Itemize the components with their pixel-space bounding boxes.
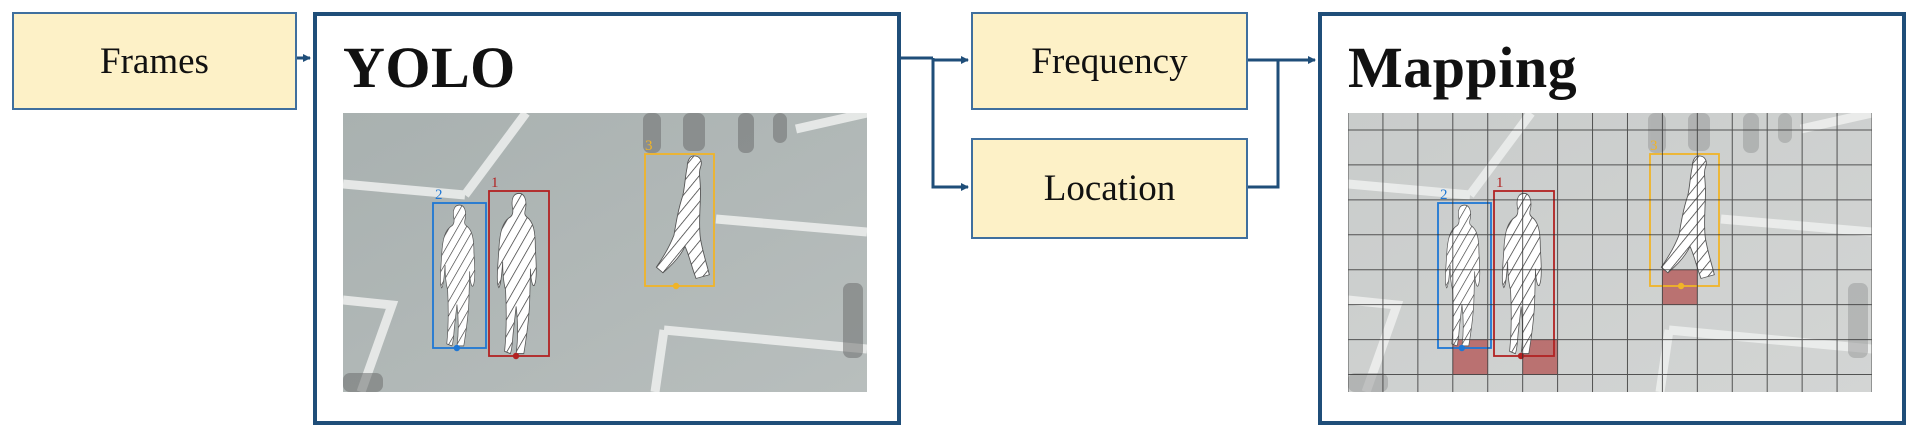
detection-id-label: 3: [645, 138, 653, 154]
pedestrian-blur: [843, 283, 863, 358]
foot-point-2: [1458, 344, 1466, 352]
pedestrian-blur: [683, 113, 705, 151]
yolo-detection-image: 1 2 3: [343, 113, 867, 392]
road-background: [1348, 113, 1872, 392]
detection-id-label: 1: [491, 175, 499, 191]
road-line: [663, 325, 867, 354]
frequency-node: Frequency: [971, 12, 1248, 110]
bounding-box-3: [644, 153, 715, 287]
road-line: [715, 214, 867, 237]
pedestrian-silhouette-2: [1445, 204, 1481, 347]
grid-lines: [1348, 113, 1872, 392]
foot-point-3: [1677, 282, 1685, 290]
pedestrian-silhouette-3: [655, 155, 710, 279]
arrow-to-frequency: [931, 56, 969, 64]
road-line: [343, 179, 466, 200]
pedestrian-silhouette-3: [1660, 155, 1715, 279]
mapping-panel: Mapping 1 2 3: [1318, 12, 1906, 425]
road-line: [343, 295, 399, 392]
pedestrian-silhouette-1: [1501, 192, 1542, 355]
yolo-title: YOLO: [343, 35, 516, 100]
detection-id-label: 2: [1440, 187, 1448, 203]
highlighted-grid-cell: [1452, 339, 1488, 375]
mapping-title: Mapping: [1348, 35, 1578, 100]
road-markings: [343, 113, 867, 392]
location-label: Location: [1043, 168, 1176, 209]
pedestrian-blur: [738, 113, 754, 153]
foot-point-3: [672, 282, 680, 290]
road-line: [795, 113, 867, 134]
location-node: Location: [971, 138, 1248, 239]
pedestrian-blur: [773, 113, 787, 143]
road-line: [1720, 214, 1872, 237]
pedestrian-blur: [1648, 113, 1666, 153]
arrow-location-to-merge: [1248, 60, 1280, 189]
pedestrian-silhouette-2: [440, 204, 476, 347]
pedestrian-blur: [1778, 113, 1792, 143]
detection-id-label: 2: [435, 187, 443, 203]
pedestrian-blur: [343, 373, 383, 392]
road-line: [1800, 113, 1872, 134]
detection-id-label: 1: [1496, 175, 1504, 191]
pedestrian-blur: [1743, 113, 1759, 153]
pedestrian-blur: [643, 113, 661, 153]
pedestrian-blur: [1348, 373, 1388, 392]
pedestrian-silhouette-1: [496, 192, 537, 355]
road-line: [650, 329, 669, 392]
mapping-grid-image: 1 2 3: [1348, 113, 1872, 392]
foot-point-1: [512, 352, 520, 360]
pedestrian-blur: [1688, 113, 1710, 151]
background-pedestrians: [343, 113, 863, 392]
road-line: [1466, 113, 1535, 198]
road-line: [1655, 329, 1674, 392]
detection-id-label: 3: [1650, 138, 1658, 154]
frames-label: Frames: [100, 40, 209, 82]
road-line: [461, 113, 530, 198]
frequency-label: Frequency: [1031, 40, 1188, 82]
road-line: [1348, 179, 1471, 200]
road-background: [343, 113, 867, 392]
bounding-box-3: [1649, 153, 1720, 287]
arrow-to-location: [931, 58, 969, 191]
yolo-panel: YOLO 1 2 3: [313, 12, 901, 425]
foot-point-2: [453, 344, 461, 352]
frames-node: Frames: [12, 12, 297, 110]
